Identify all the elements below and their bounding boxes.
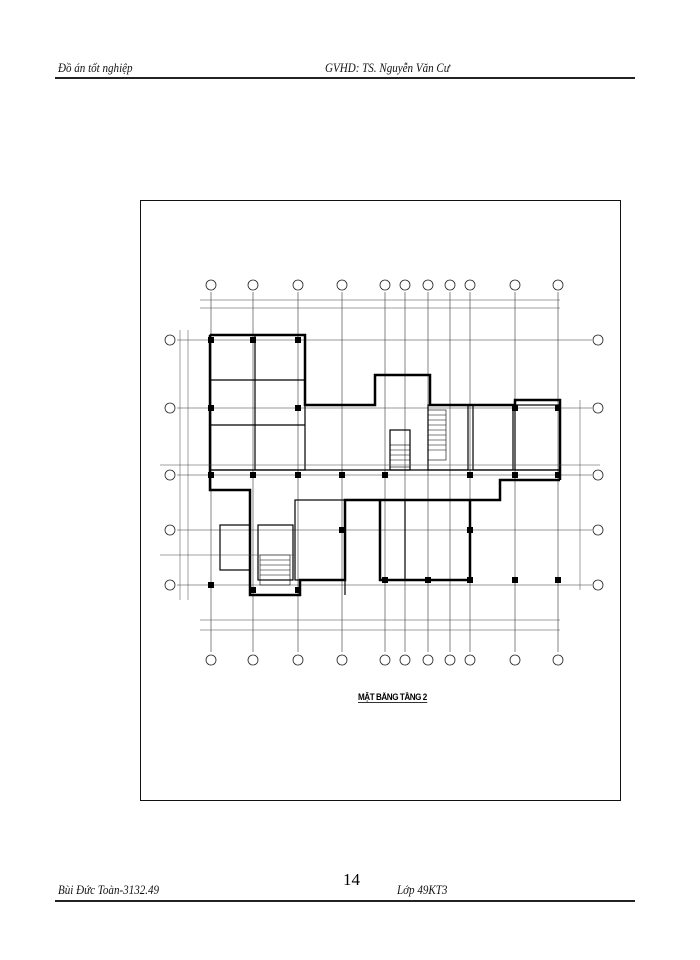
grid-bubble [422,654,434,666]
drawing-frame [140,200,621,801]
grid-bubble [164,469,176,481]
column [250,337,256,343]
page-number: 14 [343,870,360,889]
grid-bubble [422,279,434,291]
column [208,472,214,478]
grid-bubbles [164,279,604,666]
column [295,587,301,593]
grid-bubble [399,654,411,666]
grid-bubble [464,654,476,666]
header-left: Đồ án tốt nghiệp [58,60,133,75]
column [382,577,388,583]
columns [208,337,561,593]
footer-rule [55,900,635,902]
header-right: GVHD: TS. Nguyễn Văn Cư [325,60,450,75]
column [208,405,214,411]
grid-bubble [552,279,564,291]
grid-bubble [509,279,521,291]
grid-bubble [444,279,456,291]
grid-bubble [509,654,521,666]
column [555,472,561,478]
column [555,405,561,411]
grid-bubble [379,279,391,291]
grid-bubble [336,279,348,291]
stairs [259,409,447,586]
column [295,472,301,478]
interior-walls [209,334,561,595]
column [555,577,561,583]
column [467,577,473,583]
grid-bubble [399,279,411,291]
column [339,472,345,478]
grid-bubble [592,524,604,536]
grid-lines [177,292,592,652]
dimension-lines [160,299,600,631]
grid-bubble [336,654,348,666]
grid-bubble [592,334,604,346]
floor-plan-drawing [160,279,604,666]
column [295,405,301,411]
grid-bubble [205,654,217,666]
column [382,472,388,478]
column [425,577,431,583]
footer-right: Lớp 49KT3 [397,882,448,897]
column [250,587,256,593]
horizontal-grid-lines [177,339,592,586]
column [512,472,518,478]
header-rule [55,77,635,79]
grid-bubble [164,334,176,346]
column [512,577,518,583]
grid-bubble [592,469,604,481]
grid-bubble [292,654,304,666]
column [467,472,473,478]
grid-bubble [444,654,456,666]
grid-bubble [247,279,259,291]
grid-bubble [164,524,176,536]
grid-bubble [164,402,176,414]
grid-bubble [205,279,217,291]
grid-bubble [464,279,476,291]
column [250,472,256,478]
grid-bubble [592,579,604,591]
column [512,405,518,411]
grid-bubble [247,654,259,666]
drawing-title: MẶT BẰNG TẦNG 2 [358,692,427,703]
grid-bubble [552,654,564,666]
grid-bubble [592,402,604,414]
column [208,337,214,343]
column [467,527,473,533]
column [208,582,214,588]
column [295,337,301,343]
footer-left: Bùi Đức Toàn-3132.49 [58,882,160,897]
grid-bubble [292,279,304,291]
grid-bubble [379,654,391,666]
grid-bubble [164,579,176,591]
column [339,527,345,533]
